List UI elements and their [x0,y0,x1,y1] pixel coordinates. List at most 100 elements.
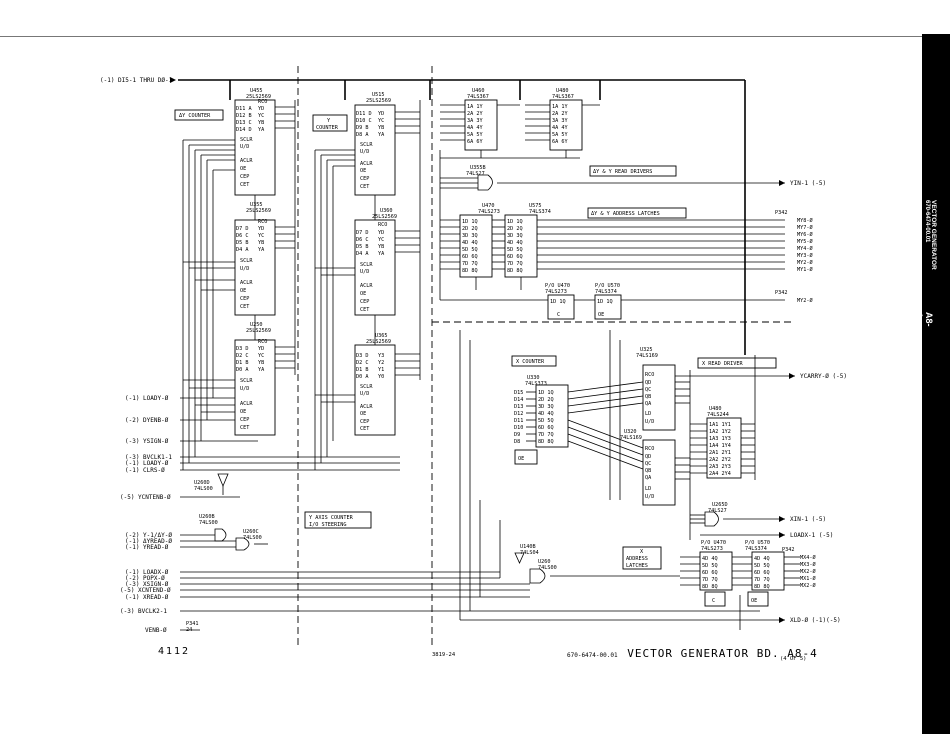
svg-text:D8 A: D8 A [356,132,369,138]
svg-text:U/D: U/D [240,266,249,272]
svg-text:ADDRESS: ADDRESS [626,556,648,562]
svg-text:74LS04: 74LS04 [520,550,539,556]
svg-text:25LS2569: 25LS2569 [246,94,271,100]
svg-text:C: C [557,312,560,318]
svg-text:CET: CET [240,425,249,431]
svg-text:D3 D: D3 D [236,346,249,352]
y-counter-outputs [374,100,421,380]
svg-text:1D 1Q: 1D 1Q [538,390,554,396]
svg-text:YC: YC [378,237,384,243]
svg-text:6A 6Y: 6A 6Y [552,139,568,145]
svg-text:D5 B: D5 B [236,240,249,246]
svg-text:U320: U320 [624,429,637,435]
svg-text:QC: QC [645,461,651,467]
svg-text:U140B: U140B [520,544,536,550]
svg-text:YC: YC [258,353,264,359]
svg-text:P/O U470: P/O U470 [545,283,570,289]
svg-text:U260: U260 [538,559,551,565]
svg-text:74LS374: 74LS374 [595,289,617,295]
svg-text:OE: OE [240,409,246,415]
svg-text:4A 4Y: 4A 4Y [467,125,483,131]
output-label: MY2-Ø [797,297,813,304]
output-label: YIN-1 (-5) [790,180,826,187]
svg-text:D4 A: D4 A [236,247,249,253]
svg-text:8D 8Q: 8D 8Q [754,584,770,590]
svg-text:LD: LD [645,486,651,492]
svg-text:D9: D9 [514,432,520,438]
svg-text:CEP: CEP [240,296,249,302]
svg-text:CET: CET [240,182,249,188]
svg-text:SCLR: SCLR [240,137,253,143]
svg-text:2D 2Q: 2D 2Q [538,397,554,403]
gate-u260b: U260B 74LS00 [199,514,227,542]
read-drivers-label: ΔY & Y READ DRIVERS [589,165,677,177]
x-counter-outputs [675,370,795,540]
svg-text:OE: OE [360,168,366,174]
svg-text:4D 4Q: 4D 4Q [507,240,523,246]
svg-text:7D 7Q: 7D 7Q [507,261,523,267]
svg-text:74LS00: 74LS00 [199,520,218,526]
svg-text:7D 7Q: 7D 7Q [754,577,770,583]
svg-text:3D 3Q: 3D 3Q [462,233,478,239]
svg-text:2A 2Y: 2A 2Y [552,111,568,117]
svg-text:CEP: CEP [240,417,249,423]
x-address-latches-label: X ADDRESS LATCHES [622,546,662,570]
svg-text:YA: YA [258,247,265,253]
svg-text:74LS373: 74LS373 [525,381,547,387]
svg-text:6D 6Q: 6D 6Q [462,254,478,260]
svg-text:YD: YD [258,226,264,232]
svg-text:U480: U480 [709,406,722,412]
connector-label: P342 [775,290,788,296]
svg-text:4A 4Y: 4A 4Y [552,125,568,131]
chip-pu470: P/O U470 74LS273 1D 1Q C [545,283,575,320]
svg-text:OE: OE [751,598,757,604]
svg-text:74LS244: 74LS244 [707,412,729,418]
svg-text:OE: OE [518,456,524,462]
title-block: 670-6474-00.01 VECTOR GENERATOR BD. A8-4 [567,642,818,661]
sheet-top-rule [0,36,922,37]
svg-text:CET: CET [360,307,369,313]
svg-text:D10: D10 [514,425,523,431]
svg-text:74LS367: 74LS367 [467,94,489,100]
sheet-title: VECTOR GENERATOR BD. A8-4 [627,647,818,660]
side-tag: A8-4 [914,312,934,327]
svg-text:7D 7Q: 7D 7Q [462,261,478,267]
svg-text:YA: YA [258,127,265,133]
chip-pu570: P/O U570 74LS374 1D 1Q OE [594,283,622,320]
gate-u140b: U140B 74LS04 [514,544,539,564]
connector-pin: 24 [186,627,192,633]
svg-text:D0 A: D0 A [356,374,369,380]
svg-text:CEP: CEP [360,176,369,182]
svg-text:5D 5Q: 5D 5Q [507,247,523,253]
svg-text:D11: D11 [514,418,523,424]
svg-text:1D 1Q: 1D 1Q [507,219,523,225]
svg-text:U360: U360 [380,208,393,214]
svg-text:U515: U515 [372,92,385,98]
svg-text:Y0: Y0 [378,374,384,380]
svg-text:1D 1Q: 1D 1Q [462,219,478,225]
svg-text:D1 B: D1 B [356,367,369,373]
input-label: (-3) XSIGN-Ø [125,581,169,588]
left-control-bus [182,139,355,470]
input-label: (-5) YCNTENB-Ø [120,494,171,501]
svg-text:D12 B: D12 B [236,113,252,119]
output-label: MY7-Ø [797,224,813,231]
svg-text:SCLR: SCLR [360,384,373,390]
svg-text:YD: YD [258,346,264,352]
svg-text:D10 C: D10 C [356,118,372,124]
svg-text:YB: YB [378,125,384,131]
svg-text:D14 D: D14 D [236,127,252,133]
connector-label: P342 [775,210,788,216]
svg-text:Y: Y [327,118,331,124]
svg-text:7D 7Q: 7D 7Q [702,577,718,583]
svg-text:CEP: CEP [360,299,369,305]
svg-text:8D 8Q: 8D 8Q [462,268,478,274]
svg-text:D0 A: D0 A [236,367,249,373]
svg-text:2A4 2Y4: 2A4 2Y4 [709,471,731,477]
svg-text:2A1 2Y1: 2A1 2Y1 [709,450,731,456]
output-label: MX3-Ø [800,561,816,568]
